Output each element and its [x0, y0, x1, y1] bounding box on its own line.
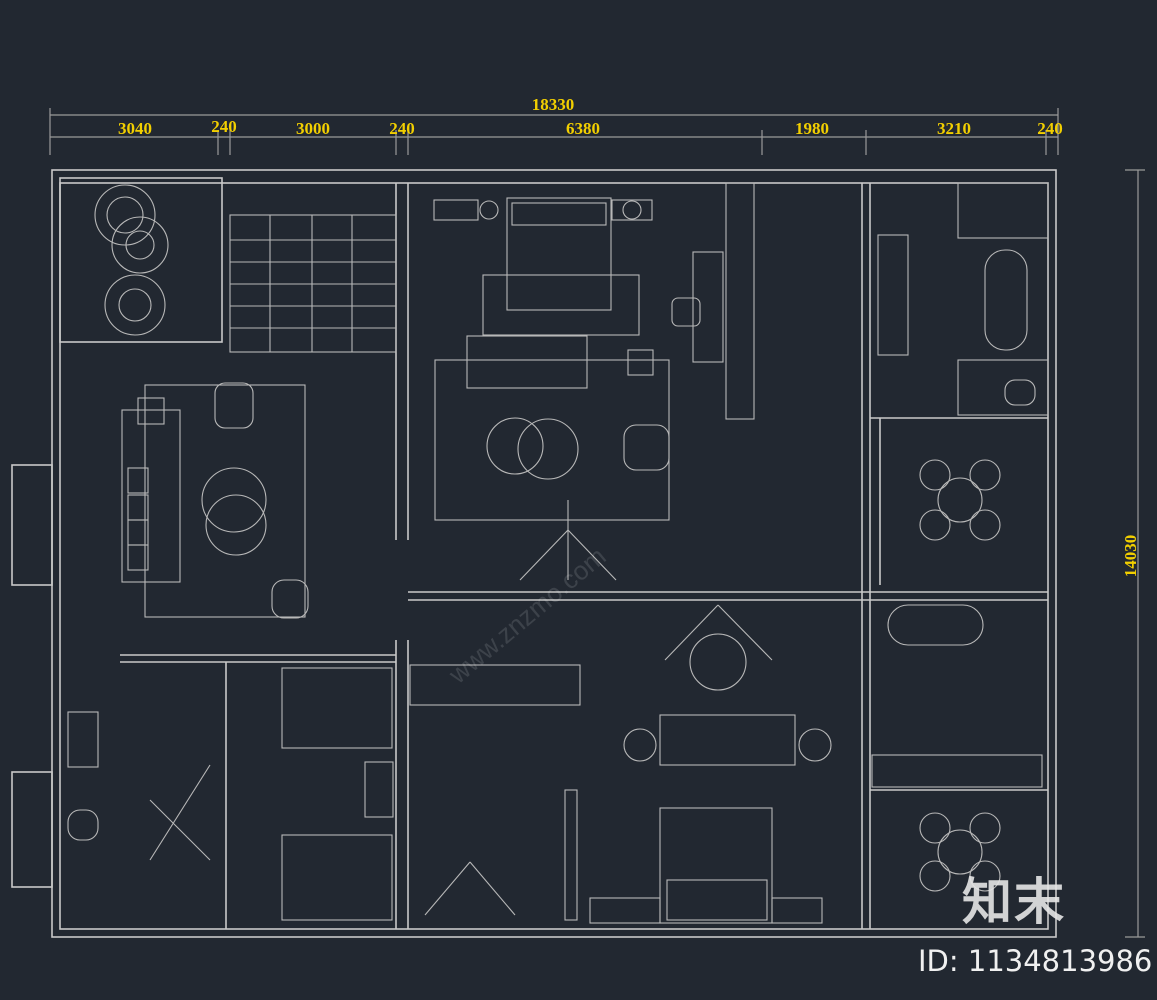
watermark-id: ID: 1134813986 — [918, 944, 1153, 978]
dimension-segment: 240 — [1037, 119, 1063, 138]
staircase — [229, 214, 397, 353]
dimension-lines — [49, 108, 1145, 938]
garden-planter — [59, 177, 223, 343]
dimension-segment: 240 — [211, 117, 237, 136]
living-room-furniture — [121, 382, 309, 619]
dimension-total-width: 18330 — [532, 95, 575, 114]
walls — [11, 169, 1057, 938]
lower-rooms-furniture — [67, 604, 1043, 924]
bathroom-fixtures — [877, 182, 1049, 416]
dining-tables — [919, 459, 1001, 892]
dimension-segment: 1980 — [795, 119, 829, 138]
dimension-segment: 6380 — [566, 119, 600, 138]
dimension-segment: 3040 — [118, 119, 152, 138]
dimension-segment: 3210 — [937, 119, 971, 138]
watermark-logo: 知末 — [962, 873, 1066, 931]
dimension-segment: 240 — [389, 119, 415, 138]
dimension-segment: 3000 — [296, 119, 330, 138]
dimension-total-height: 14030 — [1121, 535, 1140, 578]
master-bedroom-furniture — [433, 182, 755, 581]
